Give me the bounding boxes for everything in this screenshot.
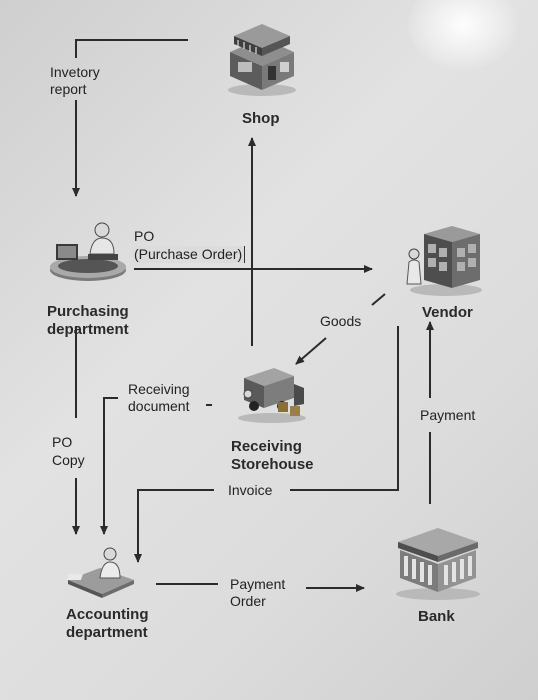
- inventory-report-label-line2: report: [50, 81, 87, 97]
- purchasing-title-line1: Purchasing: [47, 303, 129, 320]
- shop-icon: [228, 24, 296, 96]
- invoice-line-right: [290, 326, 399, 491]
- purchasing-title-line2: department: [47, 321, 129, 338]
- po-label-line1: PO: [134, 228, 155, 244]
- bank-title: Bank: [418, 608, 455, 625]
- purchasing-clerk-icon: [50, 222, 126, 281]
- accounting-title-line1: Accounting: [66, 606, 149, 623]
- payment-order-label-line1: Payment: [230, 576, 286, 592]
- receiving-document-line: [100, 397, 118, 535]
- po-copy-label-line2: Copy: [52, 452, 85, 468]
- delivery-truck-icon: [238, 368, 306, 423]
- inventory-report-line: [75, 39, 188, 58]
- payment-order-label-line2: Order: [230, 593, 266, 609]
- receiving-document-label-line1: Receiving: [128, 381, 190, 397]
- vendor-warehouse-icon: [406, 226, 482, 296]
- po-copy-label-line1: PO: [52, 434, 73, 450]
- invoice-line-left: [134, 489, 214, 563]
- accounting-title-line2: department: [66, 624, 148, 641]
- payment-label: Payment: [420, 407, 476, 423]
- inventory-report-label-line1: Invetory: [50, 64, 100, 80]
- receiving-title-line2: Storehouse: [231, 456, 314, 473]
- accounting-clerk-icon: [66, 547, 134, 598]
- receiving-document-label-line2: document: [128, 398, 190, 414]
- goods-dash: [371, 293, 386, 306]
- goods-label: Goods: [320, 313, 362, 329]
- vendor-title: Vendor: [422, 304, 473, 321]
- goods-arrow-head: [295, 337, 327, 365]
- receiving-title-line1: Receiving: [231, 438, 302, 455]
- bank-building-icon: [396, 528, 480, 600]
- invoice-label: Invoice: [228, 482, 273, 498]
- shop-title: Shop: [242, 110, 280, 127]
- po-label-line2: (Purchase Order): [132, 246, 246, 263]
- photo-glare: [408, 0, 518, 70]
